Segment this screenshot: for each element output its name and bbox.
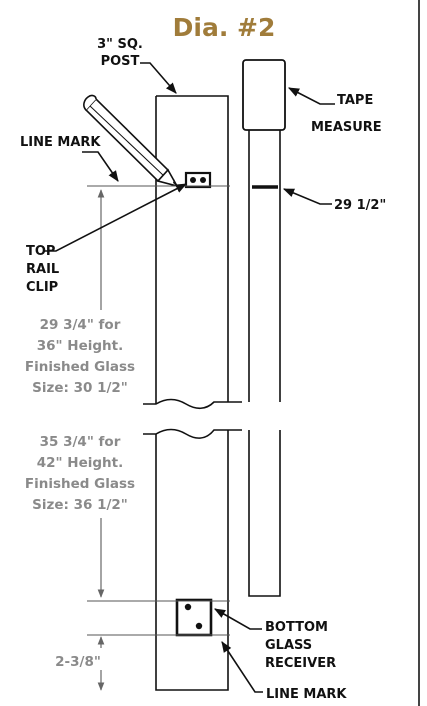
clip-label-line3: CLIP	[26, 280, 58, 295]
tape-measure	[242, 59, 286, 597]
receiver-leader	[214, 608, 262, 630]
diagram-title: Dia. #2	[173, 13, 276, 42]
tape-label-line1: TAPE	[337, 93, 373, 108]
bottom-dimension-label: 2-3/8"	[55, 654, 101, 670]
break-line-upper	[143, 398, 242, 410]
pencil-icon	[83, 94, 179, 188]
post-leader	[140, 62, 177, 94]
break-line-lower	[143, 428, 242, 439]
receiver-label-line3: RECEIVER	[265, 656, 336, 671]
line-mark-top-label: LINE MARK	[20, 135, 101, 150]
line-mark-bottom-label: LINE MARK	[266, 687, 347, 702]
line-mark-top-leader	[82, 151, 119, 182]
clip-label-line2: RAIL	[26, 262, 59, 277]
dim42-line3: Finished Glass	[25, 476, 135, 492]
dim42-line4: Size: 36 1/2"	[32, 497, 128, 513]
clip-label-line1: TOP	[26, 244, 55, 259]
dim42-line1: 35 3/4" for	[40, 434, 121, 450]
receiver-label-line1: BOTTOM	[265, 620, 328, 635]
tape-reading-label: 29 1/2"	[334, 198, 386, 213]
post-label-line2: POST	[101, 54, 140, 69]
tape-label-line2: MEASURE	[311, 120, 382, 135]
dim36-line3: Finished Glass	[25, 359, 135, 375]
line-mark-bottom-leader	[221, 641, 263, 693]
receiver-label-line2: GLASS	[265, 638, 312, 653]
clip-leader	[44, 183, 187, 252]
bottom-glass-receiver-icon	[175, 598, 213, 637]
dim36-line1: 29 3/4" for	[40, 317, 121, 333]
dim36-line4: Size: 30 1/2"	[32, 380, 128, 396]
tape-leader	[288, 87, 335, 105]
top-rail-clip-icon	[184, 171, 212, 189]
dim36-line2: 36" Height.	[37, 338, 123, 354]
tape-measure-case	[242, 59, 286, 131]
tape-reading-leader	[282, 188, 332, 205]
post	[143, 95, 242, 691]
post-label-line1: 3" SQ.	[97, 37, 143, 52]
dim42-line2: 42" Height.	[37, 455, 123, 471]
